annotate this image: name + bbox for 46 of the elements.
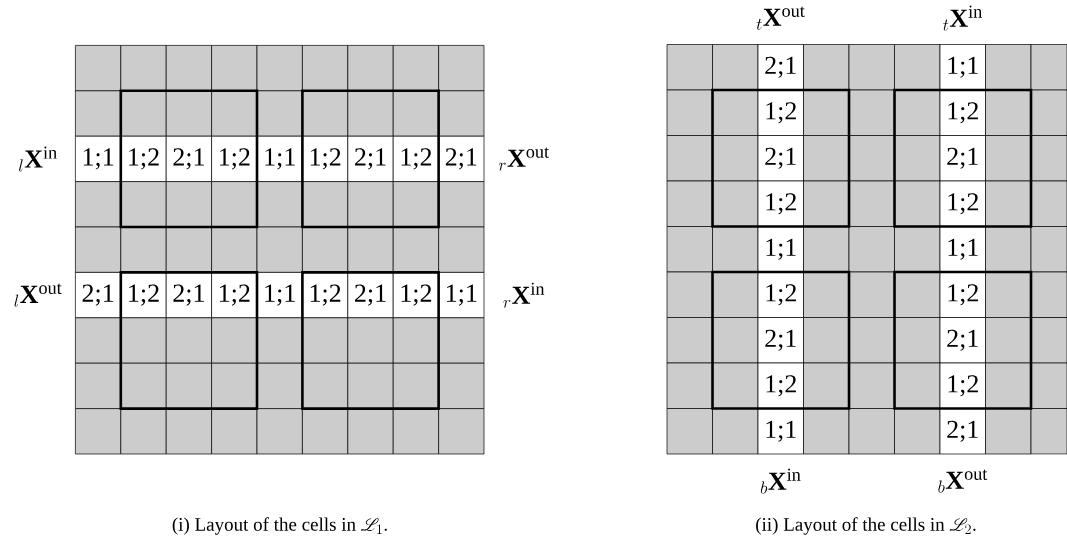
port-label: ${}_{b}\mathbf{X}^{\mathrm{in}}$ [761, 468, 801, 494]
port-label: ${}_{t}\mathbf{X}^{\mathrm{out}}$ [756, 6, 805, 30]
port-label: ${}_{t}\mathbf{X}^{\mathrm{in}}$ [943, 5, 982, 31]
port-label: ${}_{b}\mathbf{X}^{\mathrm{out}}$ [938, 469, 988, 493]
table-cell: 2;1 [939, 408, 986, 455]
table-cell: 1;1 [939, 44, 986, 91]
table-cell: 1;2 [120, 135, 167, 182]
table-cell: 1;1 [256, 272, 303, 319]
table-cell: 1;1 [757, 226, 804, 273]
table-cell: 1;2 [939, 362, 986, 409]
table-cell: 1;1 [939, 226, 986, 273]
table-cell: 1;2 [757, 180, 804, 227]
table-cell: 1;2 [939, 89, 986, 136]
table-cell: 1;2 [939, 180, 986, 227]
table-cell: 1;1 [757, 408, 804, 455]
table-cell: 2;1 [757, 135, 804, 182]
port-label: ${}_{l}\mathbf{X}^{\mathrm{out}}$ [14, 283, 62, 307]
table-cell: 1;2 [302, 272, 349, 319]
table-cell: 2;1 [438, 135, 485, 182]
table-cell: 1;1 [438, 272, 485, 319]
table-cell: 1;2 [757, 89, 804, 136]
table-cell: 2;1 [165, 135, 212, 182]
table-cell: 2;1 [347, 135, 394, 182]
table-cell: 2;1 [757, 317, 804, 364]
table-cell: 1;1 [256, 135, 303, 182]
table-cell: 1;2 [757, 271, 804, 318]
table-cell: 1;2 [211, 135, 258, 182]
table-cell: 1;2 [211, 272, 258, 319]
port-label: ${}_{l}\mathbf{X}^{\mathrm{in}}$ [19, 146, 57, 172]
table-cell: 2;1 [939, 135, 986, 182]
table-cell: 1;2 [392, 272, 439, 319]
table-cell: 2;1 [939, 317, 986, 364]
table-cell: 1;2 [939, 271, 986, 318]
caption: $\textrm{(ii) Layout of the cells in }\mathscr{L}_{2}\textrm{.}$ [756, 517, 976, 535]
table-cell: 2;1 [347, 272, 394, 319]
port-label: ${}_{r}\mathbf{X}^{\mathrm{out}}$ [498, 147, 549, 171]
table-cell: 2;1 [757, 44, 804, 91]
table-cell: 1;2 [302, 135, 349, 182]
table-cell: 1;2 [120, 272, 167, 319]
port-label: ${}_{r}\mathbf{X}^{\mathrm{in}}$ [503, 282, 545, 308]
table-cell: 2;1 [165, 272, 212, 319]
table-cell: 1;2 [392, 135, 439, 182]
table-cell: 1;2 [757, 362, 804, 409]
caption: $\textrm{(i) Layout of the cells in }\mathscr{L}_{1}\textrm{.}$ [172, 517, 387, 535]
table-cell: 2;1 [75, 272, 122, 319]
table-cell: 1;1 [75, 135, 122, 182]
